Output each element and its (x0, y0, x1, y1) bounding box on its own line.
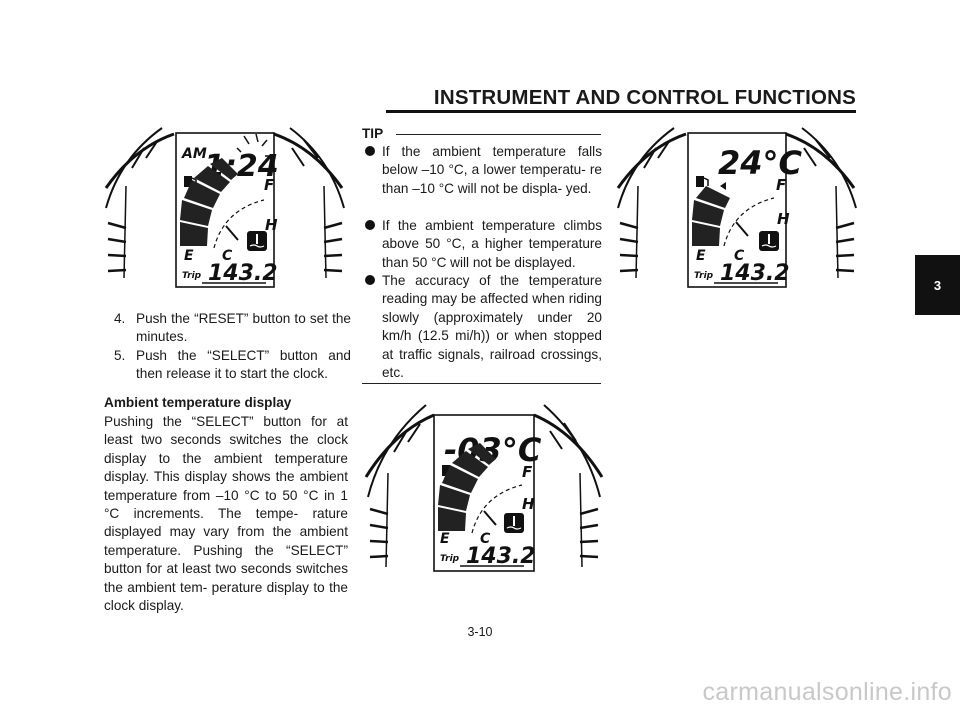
odometer-reading: 143.2 (720, 261, 790, 286)
tip-end-rule (362, 383, 601, 384)
bullet-icon (365, 275, 375, 285)
tip-label: TIP (362, 126, 384, 141)
temp-hot-label: H (522, 495, 535, 513)
coolant-temp-icon (759, 231, 779, 251)
fuel-level-bars (438, 443, 496, 531)
step-4: 4. Push the “RESET” button to set the mi… (104, 310, 351, 347)
figure-negative-temperature-display: -03°C F H E C Trip 143.2 (364, 397, 604, 572)
fuel-pump-icon (696, 176, 709, 187)
coolant-temp-icon (504, 513, 524, 533)
odometer-reading: 143.2 (208, 261, 278, 286)
fuel-full-label: F (522, 463, 533, 481)
bullet-icon (365, 146, 375, 156)
tip-item: If the ambient temperature climbs above … (362, 217, 602, 273)
trip-label: Trip (694, 271, 714, 281)
tip-item: The accuracy of the temperature reading … (362, 272, 602, 382)
fuel-full-label: F (776, 176, 787, 194)
step-number: 4. (114, 311, 126, 326)
section-body: Pushing the “SELECT” button for at least… (104, 414, 348, 614)
temp-cold-label: C (734, 248, 745, 264)
chapter-tab: 3 (915, 255, 960, 315)
coolant-temp-icon (247, 231, 267, 251)
blink-indicator (236, 133, 272, 157)
temp-cold-label: C (480, 531, 491, 547)
temp-cold-label: C (222, 248, 233, 264)
temp-hot-label: H (777, 210, 790, 228)
fuel-empty-label: E (184, 248, 194, 264)
step-text: Push the “RESET” button to set the minut… (136, 311, 351, 345)
indicator-arrow-icon (720, 182, 726, 190)
figure-positive-temperature-display: 24°C F H E C Trip 143.2 (616, 118, 858, 288)
step-5: 5. Push the “SELECT” button and then rel… (104, 347, 351, 384)
figure-clock-display: AM 1:24 F H E C Trip 143.2 (104, 118, 346, 288)
step-number: 5. (114, 348, 126, 363)
tip-item-text: The accuracy of the temperature reading … (382, 273, 602, 381)
footer-watermark-url[interactable]: carmanualsonline.info (702, 678, 952, 706)
tip-item-text: If the ambient temperature climbs above … (382, 218, 602, 270)
tip-rule (396, 134, 601, 135)
fuel-level-bars (692, 186, 730, 246)
temp-hot-label: H (265, 216, 278, 234)
tip-item-text: If the ambient temperature falls below –… (382, 144, 602, 196)
clock-ampm: AM (181, 146, 207, 162)
page-header-title: INSTRUMENT AND CONTROL FUNCTIONS (433, 86, 856, 109)
trip-label: Trip (182, 271, 202, 281)
fuel-empty-label: E (440, 531, 450, 547)
fuel-empty-label: E (696, 248, 706, 264)
step-text: Push the “SELECT” button and then releas… (136, 348, 351, 382)
trip-label: Trip (440, 554, 460, 564)
fuel-level-bars (180, 158, 238, 246)
tip-item: If the ambient temperature falls below –… (362, 143, 602, 217)
temperature-reading: 24°C (718, 144, 803, 182)
section-heading: Ambient temperature display (104, 395, 292, 410)
header-rule (386, 110, 856, 113)
page-number: 3-10 (467, 625, 493, 639)
odometer-reading: 143.2 (466, 544, 536, 569)
bullet-icon (365, 220, 375, 230)
fuel-full-label: F (264, 176, 275, 194)
